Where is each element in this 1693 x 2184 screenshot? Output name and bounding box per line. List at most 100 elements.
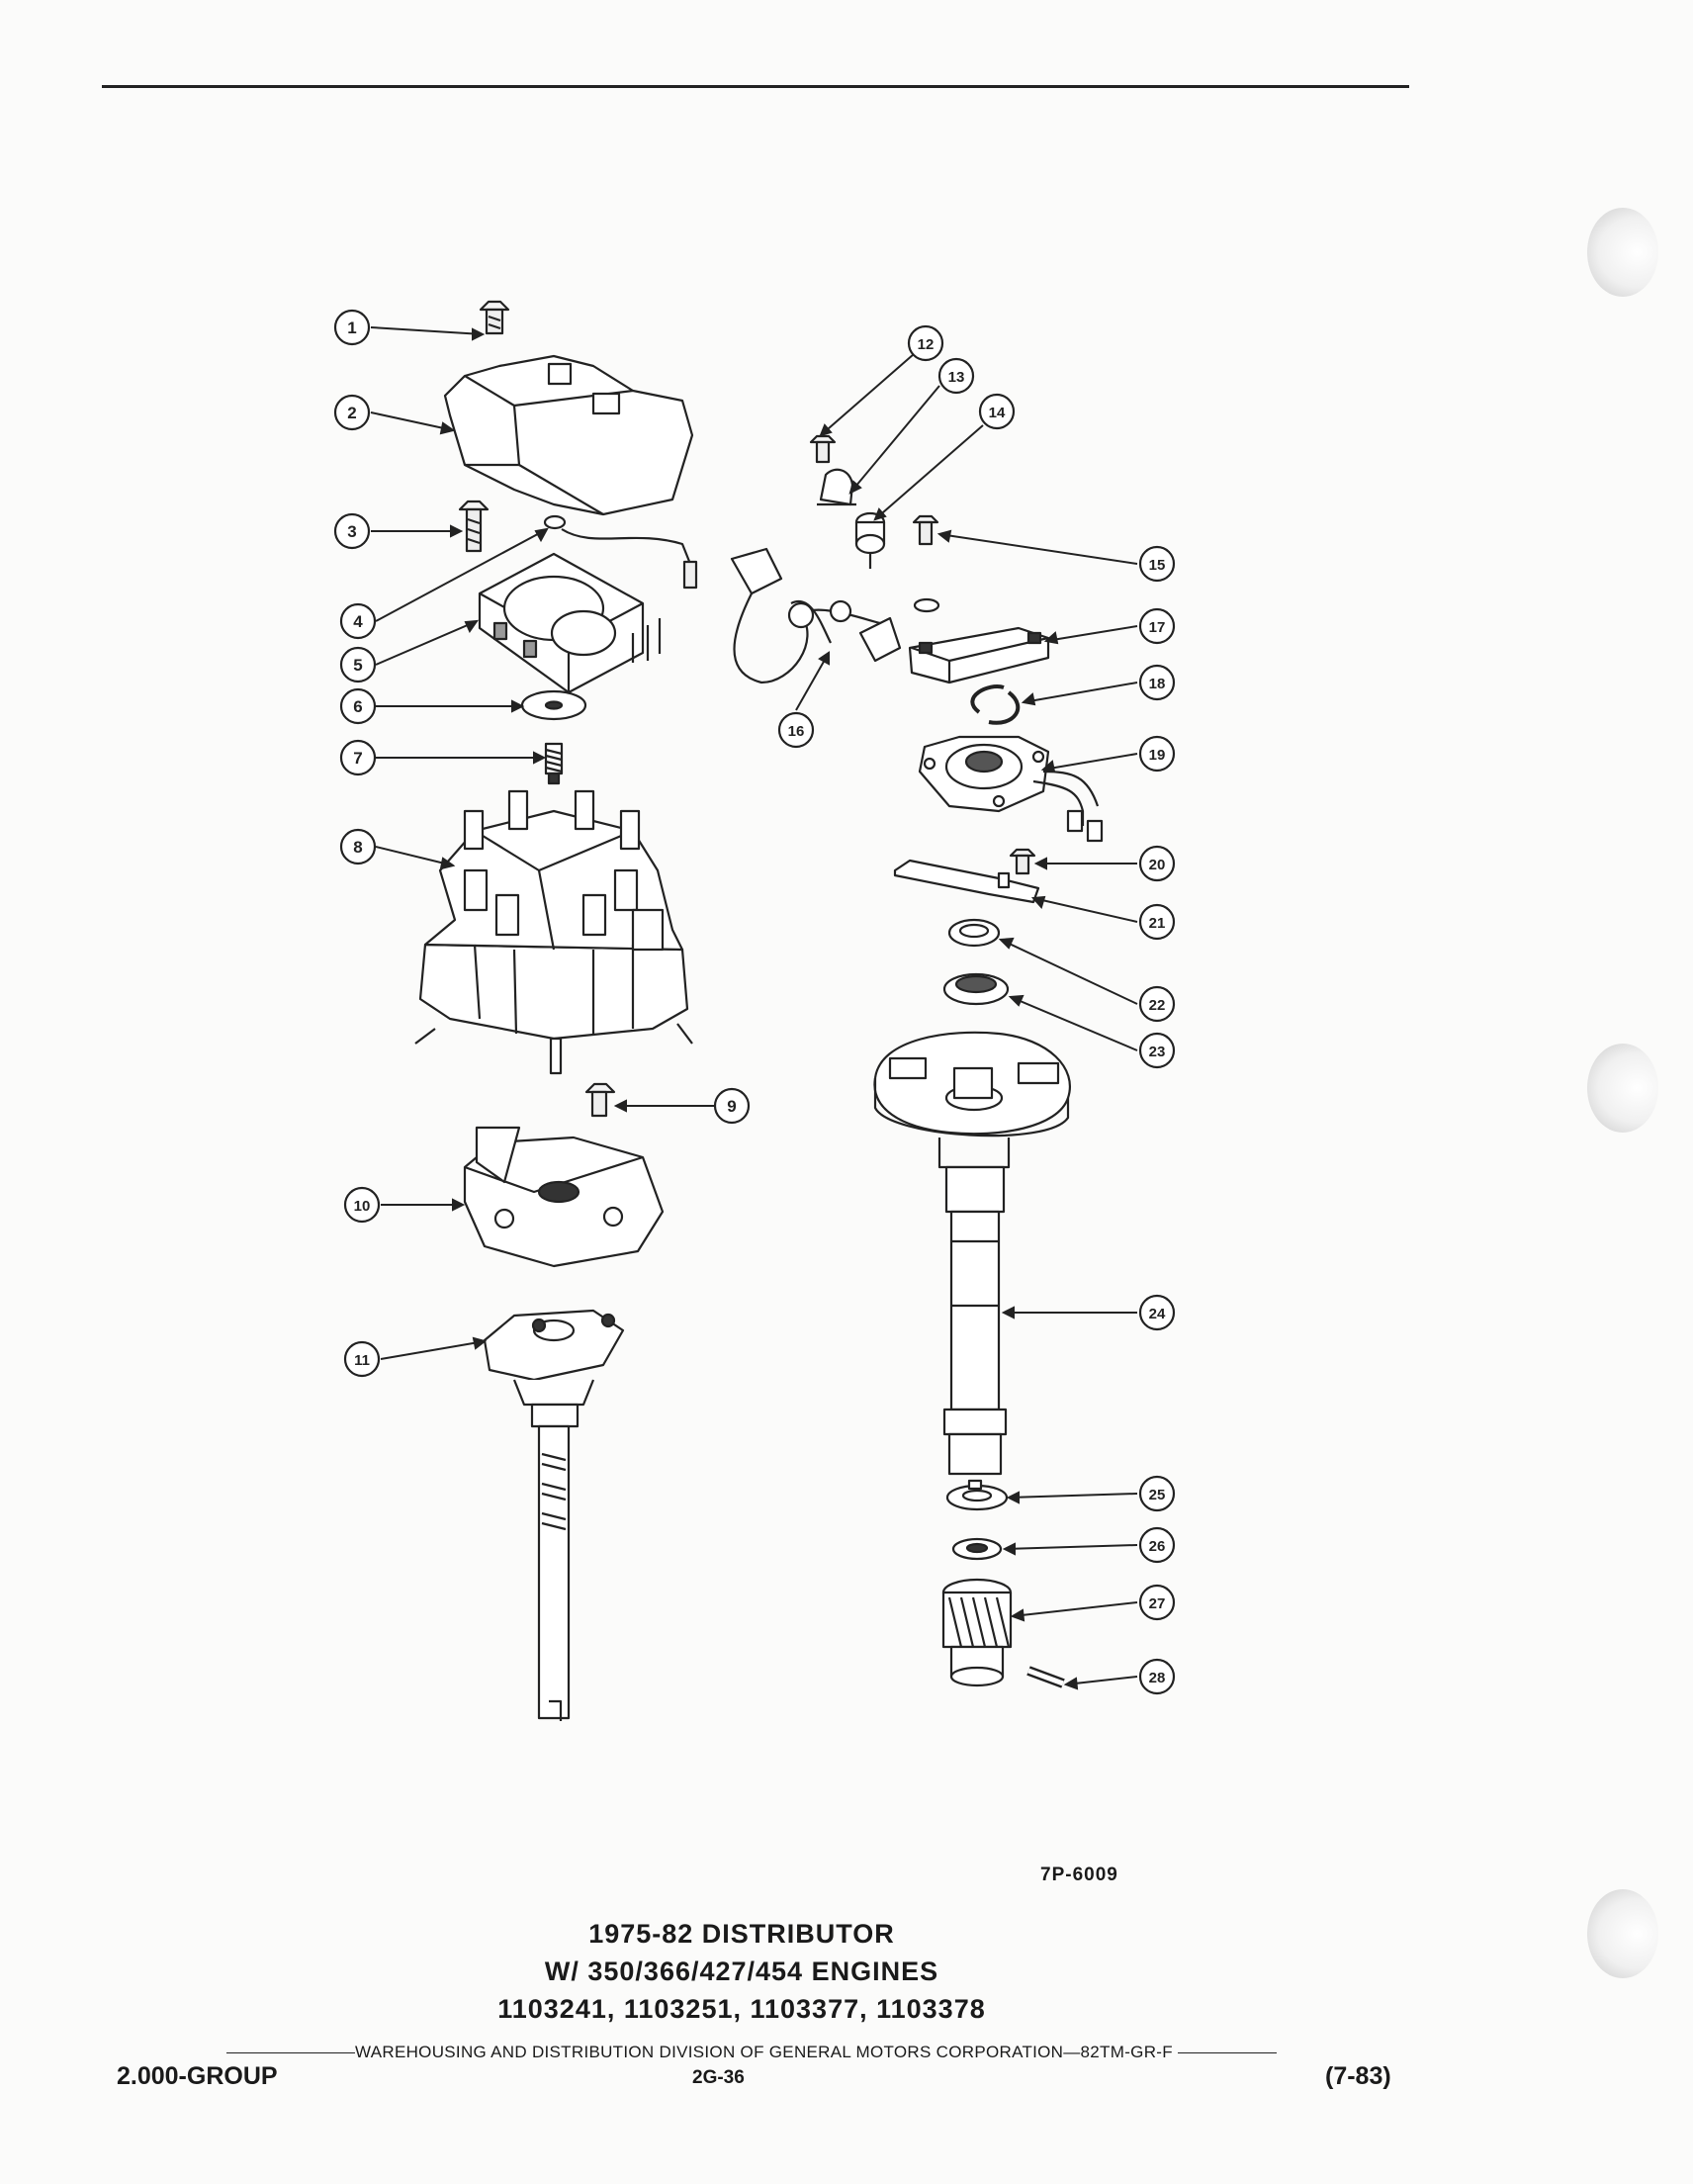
callout-number: 26 — [1149, 1538, 1166, 1555]
callout-22: 22 — [1138, 985, 1176, 1023]
callout-circle — [1138, 1658, 1176, 1695]
caption-part-numbers: 1103241, 1103251, 1103377, 1103378 — [497, 1994, 986, 2024]
part-14-capacitor — [854, 511, 886, 569]
caption-title: 1975-82 DISTRIBUTOR — [588, 1919, 895, 1949]
callout-12: 12 — [907, 324, 944, 362]
callout-number: 9 — [727, 1097, 736, 1116]
binder-hole-bottom — [1587, 1889, 1658, 1978]
callout-circle — [333, 394, 371, 431]
part-4-ground-lead — [543, 514, 698, 590]
callout-14: 14 — [978, 393, 1016, 430]
callout-circle — [1138, 607, 1176, 645]
callout-circle — [333, 309, 371, 346]
callout-circle — [339, 602, 377, 640]
diagram-caption: 1975-82 DISTRIBUTOR W/ 350/366/427/454 E… — [396, 1915, 1088, 2028]
callout-number: 27 — [1149, 1595, 1166, 1612]
part-5-ignition-coil — [478, 552, 662, 694]
callout-number: 21 — [1149, 915, 1166, 932]
callout-5: 5 — [339, 646, 377, 683]
callout-number: 17 — [1149, 619, 1166, 636]
callout-number: 19 — [1149, 747, 1166, 764]
callout-7: 7 — [339, 739, 377, 776]
callout-16: 16 — [777, 711, 815, 749]
callout-circle — [1138, 1032, 1176, 1069]
callout-13: 13 — [937, 357, 975, 395]
part-25-tanged-washer — [945, 1479, 1009, 1511]
callout-number: 1 — [347, 318, 356, 337]
callout-circle — [343, 1340, 381, 1378]
callout-8: 8 — [339, 828, 377, 865]
part-24-housing — [873, 1031, 1071, 1476]
part-3-screw — [458, 500, 490, 553]
part-10-rotor — [463, 1126, 665, 1268]
callout-circle — [333, 512, 371, 550]
callout-circle — [907, 324, 944, 362]
callout-4: 4 — [339, 602, 377, 640]
callout-circle — [1138, 845, 1176, 882]
callout-circle — [1138, 903, 1176, 941]
callout-number: 13 — [948, 369, 965, 386]
callout-number: 18 — [1149, 676, 1166, 692]
part-18-retainer — [970, 684, 1021, 725]
callout-17: 17 — [1138, 607, 1176, 645]
callout-circle — [937, 357, 975, 395]
callout-number: 2 — [347, 404, 356, 422]
callout-number: 16 — [788, 723, 805, 740]
callout-21: 21 — [1138, 903, 1176, 941]
callout-circle — [1138, 735, 1176, 773]
callout-3: 3 — [333, 512, 371, 550]
callout-26: 26 — [1138, 1526, 1176, 1564]
callout-number: 20 — [1149, 857, 1166, 873]
part-16-wiring-harness — [730, 547, 940, 684]
leader-lines — [370, 326, 1138, 1690]
part-9-screw — [584, 1082, 616, 1118]
callout-number: 23 — [1149, 1044, 1166, 1060]
callout-circle — [339, 739, 377, 776]
callout-number: 3 — [347, 522, 356, 541]
part-21-retainer-plate — [893, 859, 1040, 904]
callout-circle — [1138, 1584, 1176, 1621]
footer-division-text: WAREHOUSING AND DISTRIBUTION DIVISION OF… — [355, 2043, 1173, 2061]
callout-circle — [1138, 1294, 1176, 1331]
callout-circle — [343, 1186, 381, 1224]
callout-10: 10 — [343, 1186, 381, 1224]
top-rule — [102, 85, 1409, 88]
callout-25: 25 — [1138, 1475, 1176, 1512]
part-26-washer — [951, 1537, 1003, 1561]
part-8-distributor-cap — [414, 789, 693, 1075]
callout-number: 11 — [354, 1352, 370, 1369]
caption-engines: W/ 350/366/427/454 ENGINES — [544, 1956, 939, 1986]
footer-division-line: WAREHOUSING AND DISTRIBUTION DIVISION OF… — [119, 2043, 1384, 2062]
callout-number: 5 — [353, 656, 362, 675]
callout-circle — [339, 828, 377, 865]
figure-id: 7P-6009 — [1040, 1865, 1118, 1885]
callout-number: 7 — [353, 749, 362, 768]
callout-number: 12 — [918, 336, 935, 353]
callout-28: 28 — [1138, 1658, 1176, 1695]
part-17-module — [908, 626, 1050, 684]
part-27-drive-gear — [941, 1578, 1013, 1687]
callout-2: 2 — [333, 394, 371, 431]
callout-15: 15 — [1138, 545, 1176, 583]
callout-number: 10 — [354, 1198, 371, 1215]
callout-circle — [339, 646, 377, 683]
part-7-carbon-button — [544, 742, 564, 785]
callout-11: 11 — [343, 1340, 381, 1378]
part-28-roll-pin — [1026, 1666, 1065, 1688]
callout-circle — [1138, 1475, 1176, 1512]
callout-number: 14 — [989, 405, 1006, 421]
part-11-shaft-assembly — [483, 1309, 625, 1721]
callout-layer: 1234567891011121314151617181920212223242… — [333, 309, 1176, 1695]
callout-number: 4 — [353, 612, 363, 631]
callout-circle — [339, 687, 377, 725]
callout-circle — [1138, 1526, 1176, 1564]
callout-number: 8 — [353, 838, 362, 857]
part-19-pickup-coil — [918, 735, 1104, 843]
callout-9: 9 — [713, 1087, 751, 1125]
callout-19: 19 — [1138, 735, 1176, 773]
callout-27: 27 — [1138, 1584, 1176, 1621]
callout-23: 23 — [1138, 1032, 1176, 1069]
footer-rule-right — [1177, 2052, 1277, 2054]
part-15-screw — [912, 514, 939, 546]
